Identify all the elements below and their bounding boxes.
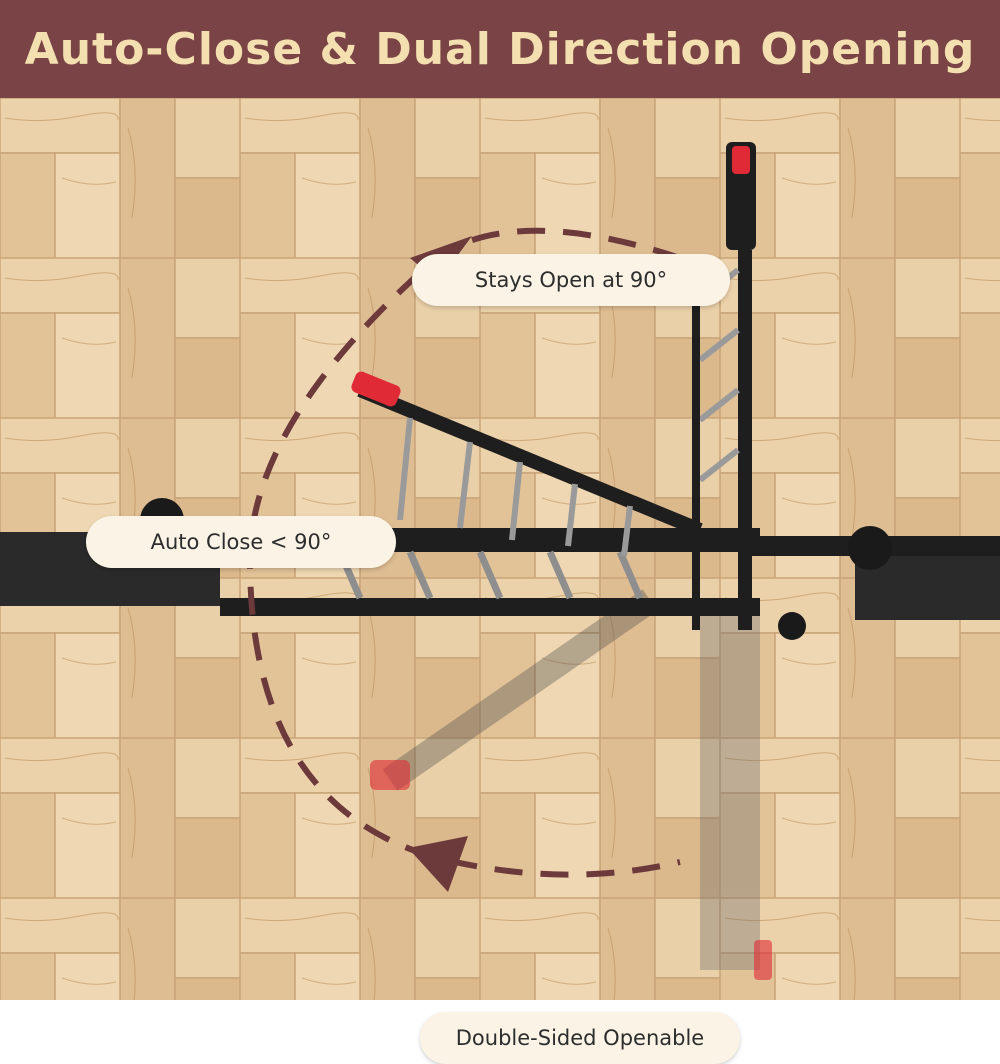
callout-double-sided-label: Double-Sided Openable: [455, 1026, 705, 1050]
arrow-head-bottom: [408, 836, 468, 892]
callout-stays-open-label: Stays Open at 90°: [474, 268, 668, 292]
pressure-knob-bottom: [778, 612, 806, 640]
banner-title: Auto-Close & Dual Direction Opening: [24, 23, 976, 75]
gate-bottom-rail: [220, 598, 760, 616]
title-banner: Auto-Close & Dual Direction Opening: [0, 0, 1000, 98]
gate-door-angled: [351, 371, 703, 557]
product-photo: Stays Open at 90° Auto Close < 90° Doubl…: [0, 98, 1000, 1064]
callout-double-sided: Double-Sided Openable: [420, 1012, 740, 1064]
ghost-handle-right: [754, 940, 772, 980]
pressure-knob-right: [848, 526, 892, 570]
callout-stays-open: Stays Open at 90°: [412, 254, 730, 306]
callout-auto-close-label: Auto Close < 90°: [150, 530, 332, 554]
callout-auto-close: Auto Close < 90°: [86, 516, 396, 568]
ghost-handle-lower: [370, 760, 410, 790]
gate-ghost-lower: [382, 589, 760, 970]
